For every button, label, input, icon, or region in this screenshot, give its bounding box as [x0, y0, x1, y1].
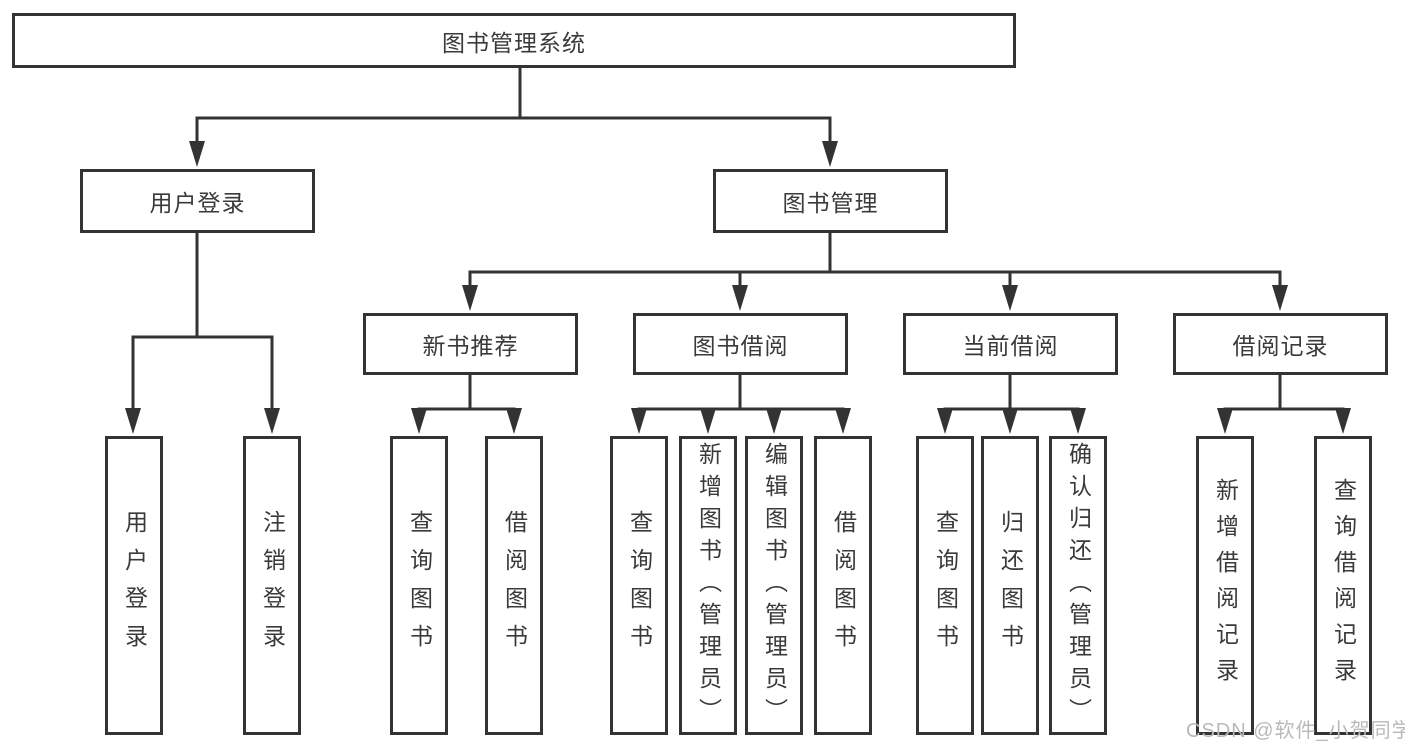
leaf-logout-label: 注销登录	[259, 509, 286, 662]
leaf-add-book-admin-label: 新增图书（管理员）	[695, 441, 722, 730]
leaf-query-borrow-record-label: 查询借阅记录	[1330, 477, 1357, 694]
node-root-library-system: 图书管理系统	[12, 13, 1016, 68]
leaf-borrow-books-recommend-label: 借阅图书	[501, 509, 528, 662]
leaf-query-books-borrow: 查询图书	[610, 436, 668, 735]
leaf-query-books-recommend: 查询图书	[390, 436, 448, 735]
leaf-add-borrow-record-label: 新增借阅记录	[1212, 477, 1239, 694]
leaf-query-books-current-label: 查询图书	[932, 509, 959, 662]
node-borrowing-records: 借阅记录	[1173, 313, 1388, 375]
leaf-user-login-label: 用户登录	[121, 509, 148, 662]
arrowheads	[125, 141, 1351, 434]
node-book-management: 图书管理	[713, 169, 948, 233]
leaf-add-book-admin: 新增图书（管理员）	[679, 436, 737, 735]
leaf-user-login: 用户登录	[105, 436, 163, 735]
leaf-borrow-books-borrow: 借阅图书	[814, 436, 872, 735]
leaf-query-books-recommend-label: 查询图书	[406, 509, 433, 662]
leaf-add-borrow-record: 新增借阅记录	[1196, 436, 1254, 735]
leaf-borrow-books-recommend: 借阅图书	[485, 436, 543, 735]
leaf-edit-book-admin-label: 编辑图书（管理员）	[761, 441, 788, 730]
node-current-borrowing: 当前借阅	[903, 313, 1118, 375]
node-new-book-recommend: 新书推荐	[363, 313, 578, 375]
leaf-confirm-return-admin-label: 确认归还（管理员）	[1065, 441, 1092, 730]
leaf-edit-book-admin: 编辑图书（管理员）	[745, 436, 803, 735]
leaf-logout: 注销登录	[243, 436, 301, 735]
leaf-return-book-label: 归还图书	[997, 509, 1024, 662]
leaf-borrow-books-borrow-label: 借阅图书	[830, 509, 857, 662]
csdn-watermark: CSDN @软件_小贺同学	[1186, 720, 1405, 742]
leaf-query-borrow-record: 查询借阅记录	[1314, 436, 1372, 735]
leaf-query-books-current: 查询图书	[916, 436, 974, 735]
leaf-query-books-borrow-label: 查询图书	[626, 509, 653, 662]
node-user-login: 用户登录	[80, 169, 315, 233]
leaf-confirm-return-admin: 确认归还（管理员）	[1049, 436, 1107, 735]
leaf-return-book: 归还图书	[981, 436, 1039, 735]
node-book-borrowing: 图书借阅	[633, 313, 848, 375]
